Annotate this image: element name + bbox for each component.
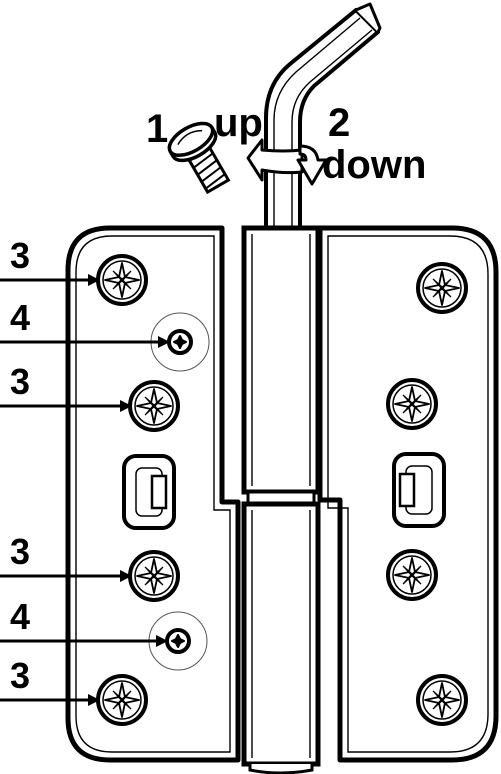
- step-2-label: 2: [328, 101, 350, 145]
- rotate-down-arrow-icon: [296, 144, 328, 186]
- upper-knuckle: [241, 225, 321, 495]
- screw-right-3: [386, 549, 438, 601]
- hinge-pin: [264, 2, 382, 238]
- callout-label: 3: [10, 655, 30, 696]
- screw-left-4: [96, 674, 148, 726]
- left-leaf-slot: [122, 454, 176, 530]
- callout-label: 3: [10, 531, 30, 572]
- callout-label: 3: [10, 361, 30, 402]
- screw-right-2: [386, 378, 438, 430]
- step-1-label: 1: [146, 107, 168, 151]
- callout-label: 3: [10, 235, 30, 276]
- callout-screw-left-4: 3: [0, 655, 100, 706]
- screw-right-1: [416, 262, 468, 314]
- callout-screw-left-3: 3: [0, 531, 132, 582]
- right-leaf-slot: [392, 452, 446, 528]
- grub-screw-icon: [167, 121, 231, 195]
- callout-screw-left-1: 3: [0, 235, 100, 286]
- up-label: up: [214, 101, 263, 145]
- down-label: down: [322, 143, 426, 187]
- callout-screw-left-2: 3: [0, 361, 132, 412]
- screw-left-3: [128, 550, 180, 602]
- callout-plug-left-1: 4: [0, 297, 170, 348]
- screw-right-4: [416, 674, 468, 726]
- screw-left-1: [96, 254, 148, 306]
- screw-left-2: [128, 380, 180, 432]
- lower-knuckle: [241, 501, 321, 774]
- callout-label: 4: [10, 297, 30, 338]
- callout-plug-left-2: 4: [0, 596, 168, 647]
- callout-label: 4: [10, 596, 30, 637]
